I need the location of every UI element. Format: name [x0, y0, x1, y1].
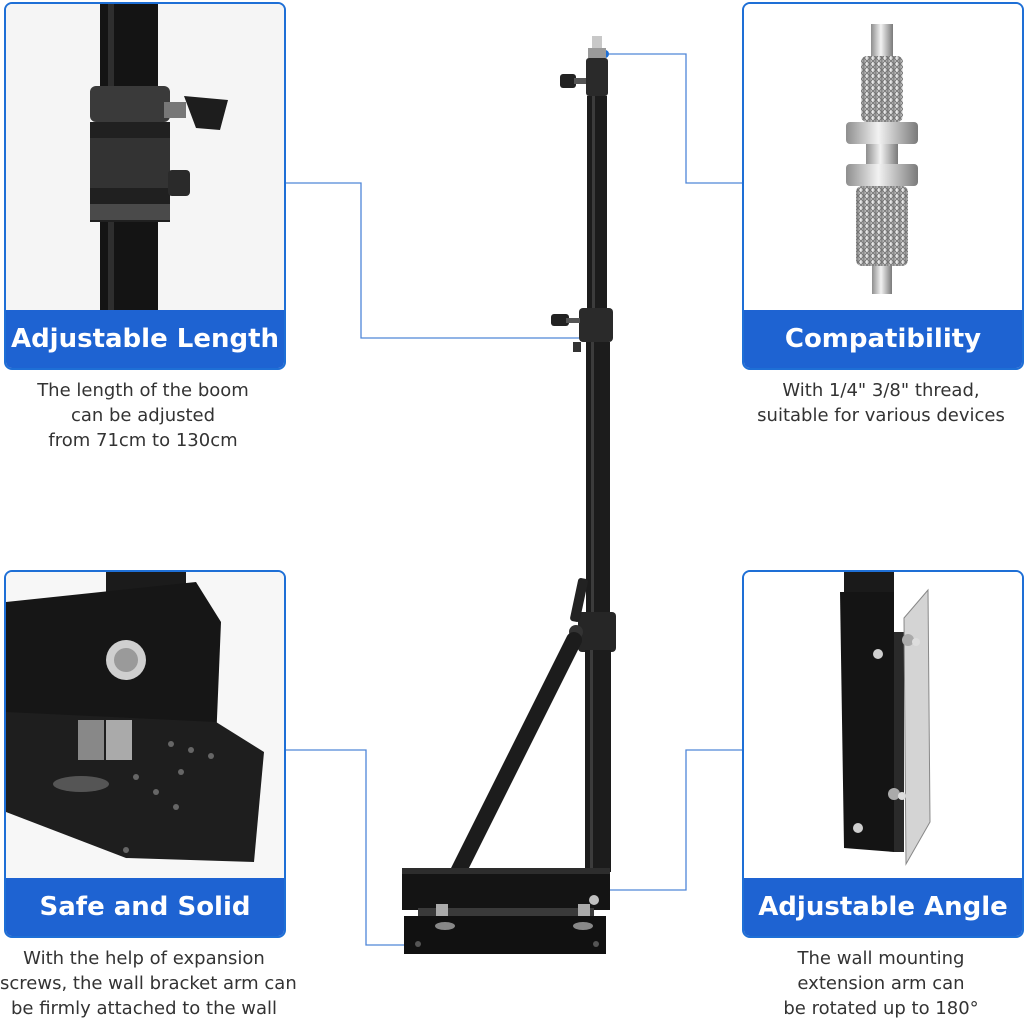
feature-title: Adjustable Angle	[744, 878, 1022, 936]
base-bracket-closeup-image	[6, 572, 284, 878]
feature-card-safe-and-solid: Safe and Solid	[4, 570, 286, 938]
feature-card-adjustable-length: Adjustable Length	[4, 2, 286, 370]
feature-description-adjustable-length: The length of the boom can be adjusted f…	[37, 380, 249, 451]
tube-clamp-closeup-image	[6, 4, 284, 310]
feature-description-safe-and-solid: With the help of expansion screws, the w…	[0, 948, 297, 1019]
feature-title: Compatibility	[744, 310, 1022, 368]
feature-description-compatibility: With 1/4" 3/8" thread, suitable for vari…	[757, 380, 1005, 426]
feature-card-adjustable-angle: Adjustable Angle	[742, 570, 1024, 938]
feature-card-compatibility: Compatibility	[742, 2, 1024, 370]
feature-title: Safe and Solid	[6, 878, 284, 936]
feature-description-adjustable-angle: The wall mounting extension arm can be r…	[783, 948, 979, 1019]
wall-plate-hinge-image	[744, 572, 1022, 878]
thread-adapter-image	[744, 4, 1022, 310]
feature-title: Adjustable Length	[6, 310, 284, 368]
